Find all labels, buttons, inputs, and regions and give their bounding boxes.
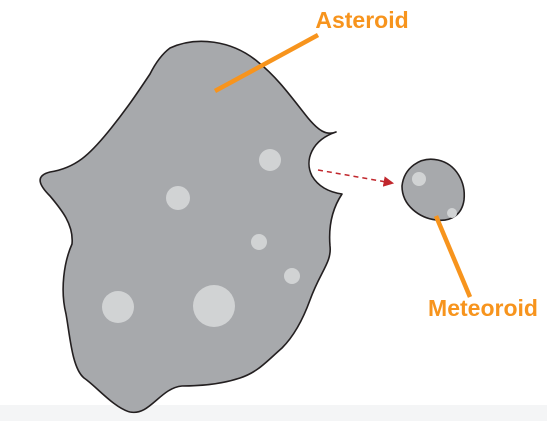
meteoroid-leader-line	[436, 216, 470, 297]
asteroid-crater	[251, 234, 267, 250]
meteoroid-label: Meteoroid	[428, 295, 538, 321]
trajectory-arrow	[318, 170, 392, 183]
asteroid-crater	[284, 268, 300, 284]
meteoroid-crater	[447, 208, 457, 218]
asteroid-label: Asteroid	[315, 7, 408, 33]
asteroid-crater	[193, 285, 235, 327]
asteroid-crater	[259, 149, 281, 171]
meteoroid-crater	[412, 172, 426, 186]
asteroid-crater	[102, 291, 134, 323]
asteroid-crater	[166, 186, 190, 210]
asteroid-body	[40, 41, 342, 412]
